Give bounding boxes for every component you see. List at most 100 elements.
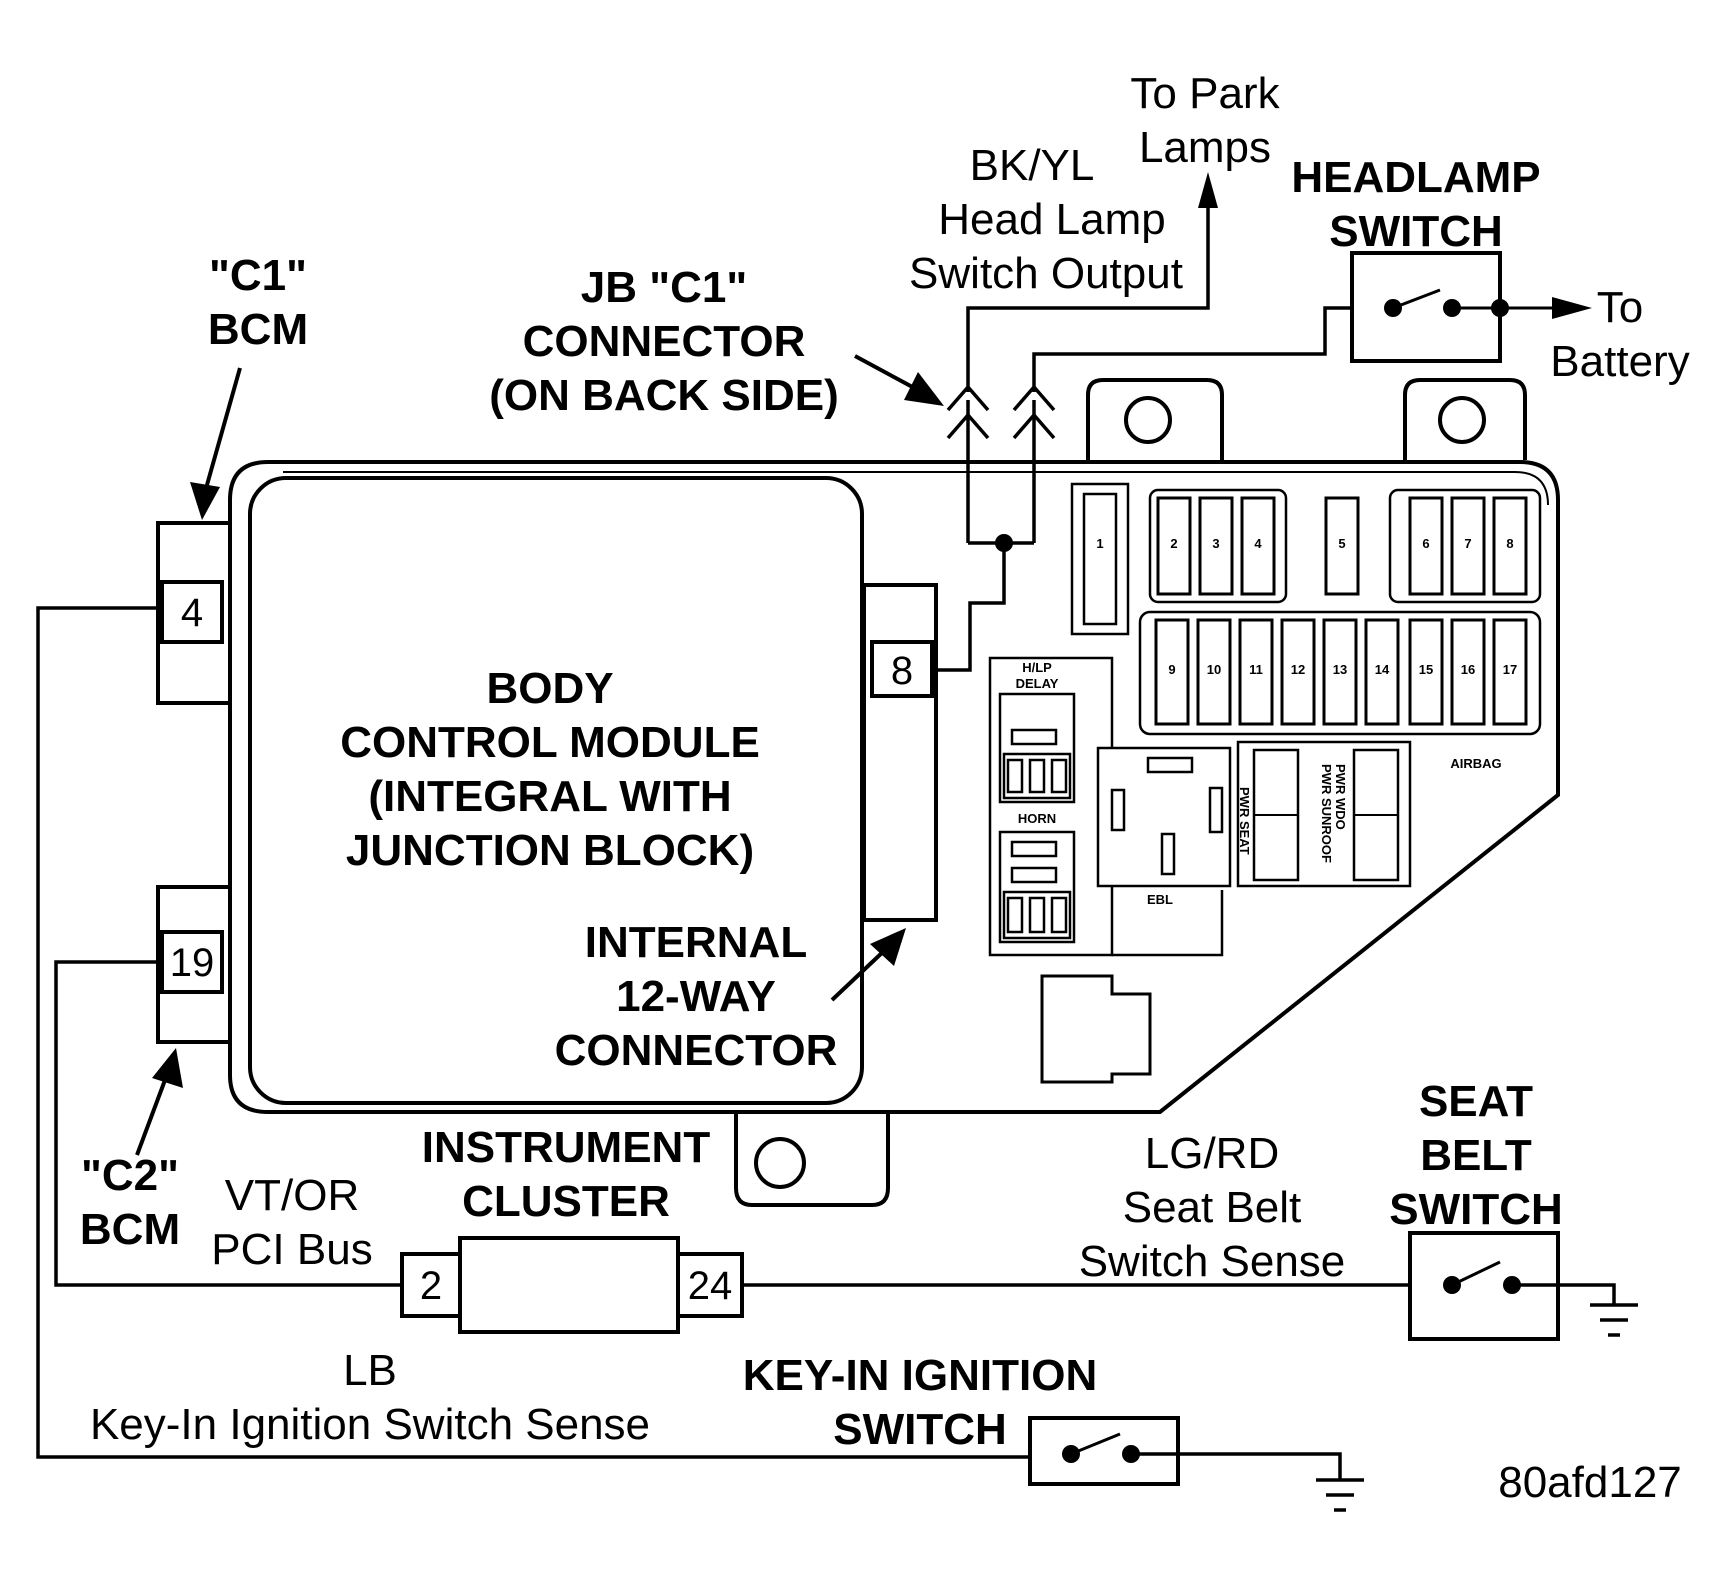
relay-pin [1006,758,1024,794]
seat-belt-switch-label-3: SWITCH [1389,1185,1563,1234]
fuse-label-16: 16 [1461,662,1475,677]
relay-pin [1160,832,1176,876]
fuse-13 [1322,618,1358,726]
fuse-12 [1280,618,1316,726]
to-battery-label-2: Battery [1550,337,1689,386]
fuse-label-3: 3 [1212,536,1219,551]
seat-belt-sense-label-2: Seat Belt [1123,1183,1302,1232]
relay-pin [1006,896,1024,934]
relay-pin [1050,896,1068,934]
fuse-5 [1324,496,1360,596]
fuse-label-17: 17 [1503,662,1517,677]
hlp-delay-label-1: H/LP [1022,660,1052,675]
fuse-8 [1492,496,1528,596]
ebl-label: EBL [1147,892,1173,907]
diagnostic-connector [1040,974,1152,1084]
fuse-label-15: 15 [1419,662,1433,677]
callout-arrows [135,354,944,1156]
pin-internal: 8 [891,649,913,693]
relay-pin [1010,728,1058,746]
fuse-label-2: 2 [1170,536,1177,551]
bcm-title-line-3: (INTEGRAL WITH [368,772,731,821]
instrument-cluster-circuit: 2 24 [54,960,1638,1341]
fuse-17 [1492,618,1528,726]
fuse-16 [1450,618,1486,726]
pin-c1: 4 [181,591,203,635]
key-in-circuit [36,606,1364,1512]
key-in-sense-label-1: LB [343,1346,397,1395]
internal-connector-label-3: CONNECTOR [555,1026,838,1075]
internal-connector-label-2: 12-WAY [616,972,776,1021]
headlamp-output-label-1: BK/YL [970,141,1095,190]
ground-symbol [1316,1478,1364,1512]
fuse-label-6: 6 [1422,536,1429,551]
fuse-11 [1238,618,1274,726]
fuse-label-5: 5 [1338,536,1345,551]
fuse-label-12: 12 [1291,662,1305,677]
airbag-label: AIRBAG [1450,756,1501,771]
fuse-label-8: 8 [1506,536,1513,551]
fuse-label-11: 11 [1249,662,1263,677]
headlamp-output-label-2: Head Lamp [938,195,1165,244]
relay-pin [1146,756,1194,774]
park-lamps-label-2: Lamps [1139,123,1271,172]
mounting-hole [754,1137,806,1189]
hlp-delay-label-2: DELAY [1016,676,1059,691]
relay-pin [1050,758,1068,794]
to-battery-label-1: To [1597,283,1643,332]
key-in-sense-label-2: Key-In Ignition Switch Sense [90,1400,650,1449]
jb-c1-label-1: JB "C1" [581,263,747,312]
headlamp-switch-label-1: HEADLAMP [1291,153,1540,202]
battery-arrow [1552,297,1592,319]
park-lamps-arrow [1198,172,1218,208]
headlamp-circuit [936,172,1592,672]
pci-bus-label-1: VT/OR [225,1171,359,1220]
bcm-title-line-1: BODY [486,664,613,713]
fuse-9 [1154,618,1190,726]
bcm-title-line-4: JUNCTION BLOCK) [346,826,754,875]
pin-box-c2 [160,930,224,994]
mounting-hole [1438,396,1486,444]
key-in-switch-label-2: SWITCH [833,1405,1007,1454]
instrument-cluster-label-2: CLUSTER [462,1177,670,1226]
mounting-hole [1124,396,1172,444]
c1-bcm-label-2: BCM [208,305,308,354]
pin-box-c1 [160,580,224,644]
relay-pin [1010,866,1058,884]
headlamp-output-label-3: Switch Output [909,249,1183,298]
pwr-sunroof-label-1: PWR WDO [1333,764,1348,830]
fuse-14 [1364,618,1400,726]
fuse-4 [1240,496,1276,596]
pin-c2: 19 [170,941,215,985]
bottom-fuse-row: 9 10 11 12 13 14 15 16 17 [1154,618,1528,726]
seat-belt-switch-label-2: BELT [1420,1131,1532,1180]
fuse-label-1: 1 [1096,536,1103,551]
pin-box-internal [870,640,934,698]
instrument-cluster [458,1236,680,1334]
c1-bcm-label-1: "C1" [209,251,307,300]
c2-bcm-label-1: "C2" [81,1151,179,1200]
ground-symbol [1590,1303,1638,1337]
seat-belt-sense-label-1: LG/RD [1145,1129,1279,1178]
splice-dot [995,534,1013,552]
fuse-6 [1408,496,1444,596]
key-in-switch-label-1: KEY-IN IGNITION [743,1351,1097,1400]
key-in-ignition-switch [1028,1416,1180,1486]
internal-connector-label-1: INTERNAL [585,918,807,967]
park-lamps-label-1: To Park [1130,69,1280,118]
seat-belt-sense-label-3: Switch Sense [1079,1237,1346,1286]
horn-label: HORN [1018,811,1056,826]
pin-cluster-right: 24 [688,1264,733,1308]
bcm-title-line-2: CONTROL MODULE [340,718,760,767]
jb-c1-label-3: (ON BACK SIDE) [489,371,839,420]
pin-box-cluster-right [676,1252,744,1318]
c2-bcm-label-2: BCM [80,1205,180,1254]
fuse-label-4: 4 [1254,536,1262,551]
fuse-label-10: 10 [1207,662,1221,677]
jb-c1-label-2: CONNECTOR [523,317,806,366]
fuse-10 [1196,618,1232,726]
internal-12-way-connector [862,583,938,922]
pwr-seat-label: PWR SEAT [1237,787,1252,855]
fuse-7 [1450,496,1486,596]
